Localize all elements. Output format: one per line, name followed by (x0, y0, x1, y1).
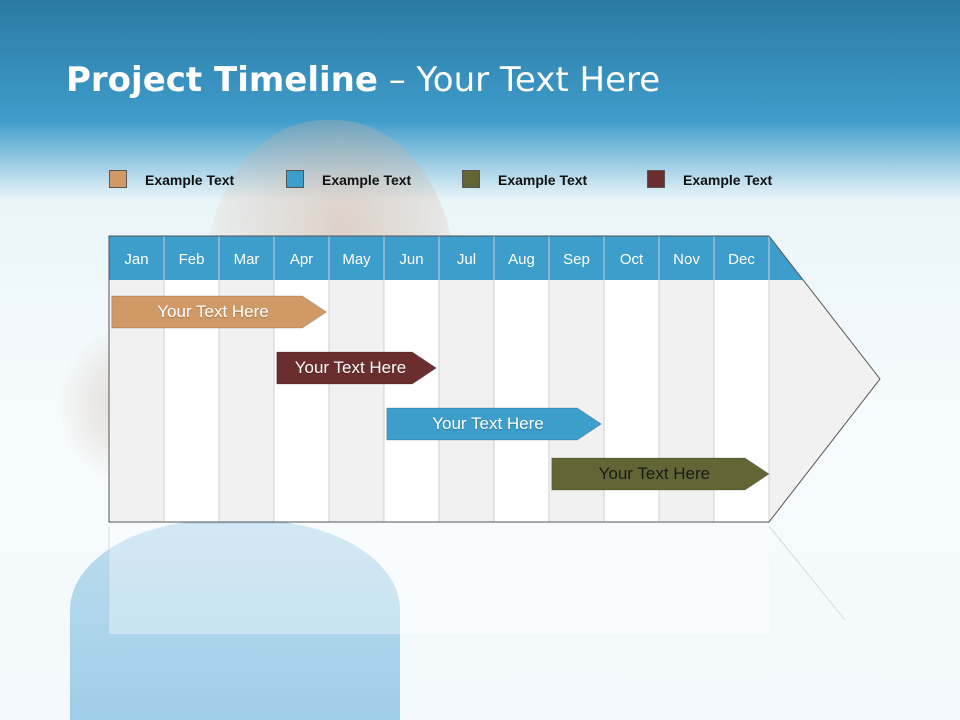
task-bar-label: Your Text Here (598, 464, 711, 483)
legend-swatch (647, 170, 665, 188)
task-bar (386, 407, 603, 441)
month-label: Sep (563, 251, 590, 268)
task-bar-label: Your Text Here (432, 414, 544, 433)
month-label: Jun (399, 251, 423, 268)
timeline-arrow-head (769, 236, 880, 522)
month-label: Jan (124, 251, 148, 268)
legend-label: Example Text (498, 172, 588, 188)
task-bar (551, 457, 770, 491)
month-label: Oct (620, 251, 644, 268)
legend-swatch (109, 170, 127, 188)
month-column-shade (329, 280, 384, 522)
legend-swatch (462, 170, 480, 188)
legend-label: Example Text (145, 172, 235, 188)
legend-label: Example Text (322, 172, 412, 188)
month-label: Jul (457, 251, 476, 268)
month-column-shade (439, 280, 494, 522)
task-bar-label: Your Text Here (157, 302, 269, 321)
reflection-area (109, 524, 769, 634)
month-label: Mar (234, 251, 260, 268)
title-bold: Project Timeline (66, 60, 378, 100)
month-label: May (342, 251, 371, 268)
month-label: Aug (508, 251, 535, 268)
title-rest: – Your Text Here (377, 60, 661, 100)
month-label: Apr (290, 251, 313, 268)
task-bar (111, 295, 328, 329)
background-photo-body (70, 520, 400, 720)
reflection-line (768, 525, 846, 621)
month-label: Nov (673, 251, 700, 268)
task-bar-label: Your Text Here (294, 358, 407, 377)
month-label: Dec (728, 251, 755, 268)
legend-swatch (286, 170, 304, 188)
legend-label: Example Text (683, 172, 773, 188)
slide-title: Project Timeline – Your Text Here (66, 60, 660, 100)
timeline-outline (108, 235, 881, 523)
task-bar (276, 351, 438, 385)
month-label: Feb (179, 251, 205, 268)
